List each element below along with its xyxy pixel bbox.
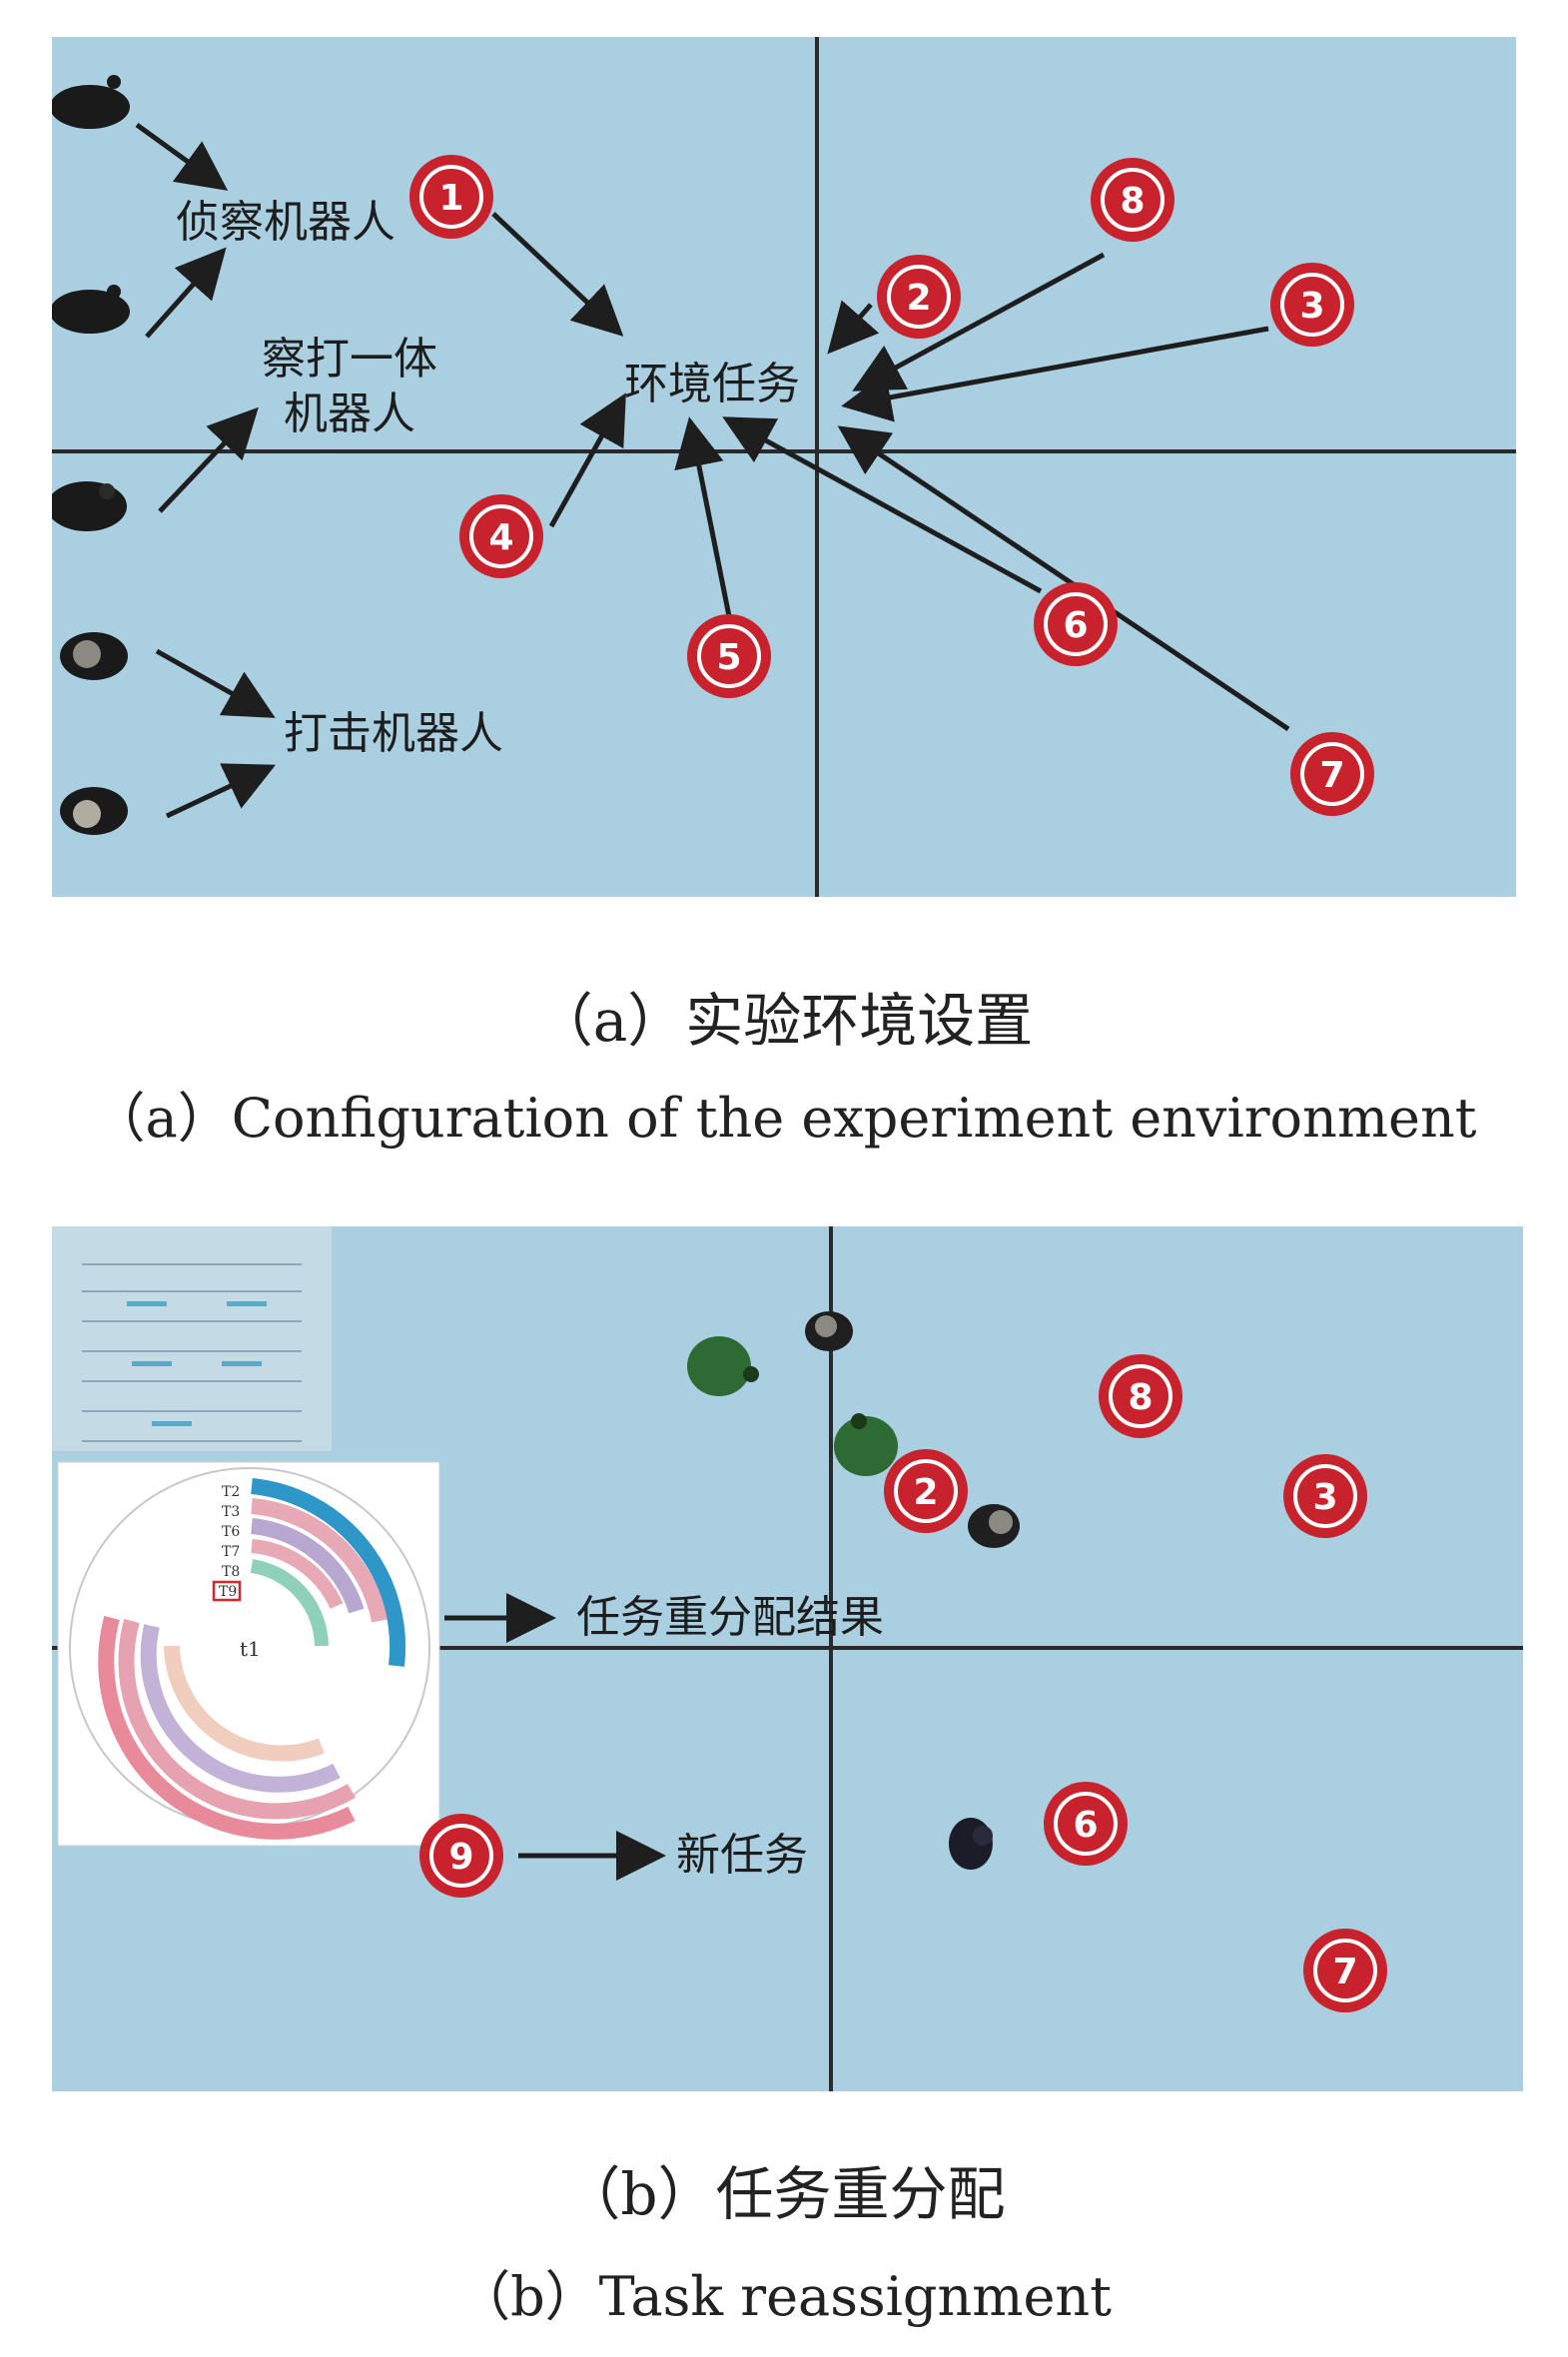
svg-text:9: 9 (448, 1837, 473, 1878)
robot-green-2 (834, 1413, 898, 1476)
caption-b-chinese: （b）任务重分配 (562, 2160, 1006, 2228)
arrow-marker-3 (841, 326, 1269, 422)
marker-2: 2 (877, 255, 961, 339)
inset-reassignment-chart: T2 T3 T6 T7 T8 T9 t1 (57, 1461, 440, 1847)
marker-b-6: 6 (1044, 1782, 1128, 1866)
caption-b-english: （b）Task reassignment (456, 2265, 1112, 2328)
arrow-strike-2 (165, 763, 277, 819)
inset-task-t3: T3 (222, 1504, 240, 1520)
svg-text:4: 4 (488, 517, 513, 558)
marker-1: 1 (409, 155, 493, 239)
label-strike-robot: 打击机器人 (284, 708, 503, 759)
arrow-marker-7 (837, 425, 1290, 732)
arc-rose (118, 1618, 357, 1820)
inset-highlight-box (212, 1580, 242, 1602)
svg-text:6: 6 (1063, 605, 1088, 646)
label-new-task: 新任务 (676, 1830, 808, 1881)
arrow-marker-1 (491, 212, 624, 337)
arrow-strike-1 (155, 648, 276, 718)
label-recon-strike-line1: 察打一体 (262, 334, 437, 385)
svg-text:7: 7 (1319, 755, 1344, 796)
arc-green (250, 1559, 329, 1647)
robot-dark-3 (949, 1818, 993, 1870)
arc-red (98, 1615, 356, 1840)
marker-5: 5 (687, 614, 771, 698)
caption-a-chinese: （a）实验环境设置 (534, 987, 1034, 1055)
robot-dark-2 (968, 1504, 1020, 1548)
arrow-recon-2 (145, 247, 227, 339)
caption-a-english: （a）Configuration of the experiment envir… (91, 1087, 1477, 1150)
panel-a-canvas: 侦察机器人 察打一体 机器人 打击机器人 环境任务 1 2 3 4 5 6 (52, 37, 1516, 897)
inset-task-t6: T6 (222, 1524, 240, 1540)
marker-6: 6 (1034, 582, 1118, 666)
robot-dark-1 (805, 1311, 853, 1351)
svg-text:3: 3 (1299, 286, 1324, 327)
marker-b-9: 9 (419, 1814, 503, 1898)
schedule-table-background (52, 1226, 332, 1451)
arc-pink (251, 1498, 388, 1623)
arrow-recon-strike (158, 406, 259, 513)
arrow-marker-6 (722, 416, 1043, 594)
inset-center-label: t1 (240, 1637, 261, 1661)
panel-b-canvas: T2 T3 T6 T7 T8 T9 t1 任务重分配结果 新任务 8 (52, 1226, 1523, 2091)
arrow-recon-1 (135, 122, 229, 191)
inset-task-t9: T9 (219, 1584, 237, 1600)
marker-7: 7 (1290, 732, 1374, 816)
svg-text:3: 3 (1312, 1477, 1337, 1518)
robot-recon-1 (52, 75, 130, 129)
svg-text:5: 5 (716, 637, 741, 678)
marker-8: 8 (1091, 158, 1175, 242)
svg-text:8: 8 (1120, 181, 1145, 222)
marker-b-2: 2 (884, 1449, 968, 1533)
arc-pink-2 (251, 1539, 344, 1610)
marker-3: 3 (1270, 263, 1354, 347)
robot-recon-strike (52, 481, 127, 531)
marker-b-3: 3 (1283, 1454, 1367, 1538)
robot-strike-1 (60, 632, 128, 680)
robot-green-1 (687, 1336, 759, 1396)
marker-b-7: 7 (1303, 1929, 1387, 2012)
svg-text:8: 8 (1128, 1377, 1153, 1418)
robot-recon-2 (52, 285, 130, 334)
inset-task-t2: T2 (222, 1484, 240, 1500)
arc-lilac (140, 1624, 341, 1793)
arrow-marker-4 (548, 393, 626, 528)
svg-text:2: 2 (906, 278, 931, 319)
svg-text:1: 1 (438, 178, 463, 219)
panel-a-field (52, 37, 1516, 897)
label-reassign-result: 任务重分配结果 (576, 1592, 884, 1643)
svg-text:2: 2 (913, 1472, 938, 1513)
label-recon-strike-line2: 机器人 (284, 389, 415, 439)
svg-text:6: 6 (1073, 1805, 1098, 1846)
arc-peach (164, 1645, 325, 1762)
inset-task-t8: T8 (222, 1564, 240, 1580)
arc-blue (251, 1478, 406, 1667)
arrow-marker-2 (827, 300, 880, 355)
svg-text:7: 7 (1332, 1952, 1357, 1992)
inset-task-t7: T7 (222, 1544, 240, 1560)
label-environment-task: 环境任务 (624, 359, 800, 409)
marker-4: 4 (459, 494, 543, 578)
arrow-marker-8 (852, 252, 1106, 392)
robot-strike-2 (60, 787, 128, 835)
panel-a-experiment-environment: 侦察机器人 察打一体 机器人 打击机器人 环境任务 1 2 3 4 5 6 (52, 37, 1516, 897)
panel-b-task-reassignment: T2 T3 T6 T7 T8 T9 t1 任务重分配结果 新任务 8 (52, 1226, 1523, 2091)
marker-b-8: 8 (1099, 1354, 1182, 1438)
arrow-marker-5 (674, 416, 734, 627)
label-recon-robot: 侦察机器人 (176, 197, 395, 248)
arc-purple (251, 1518, 365, 1614)
